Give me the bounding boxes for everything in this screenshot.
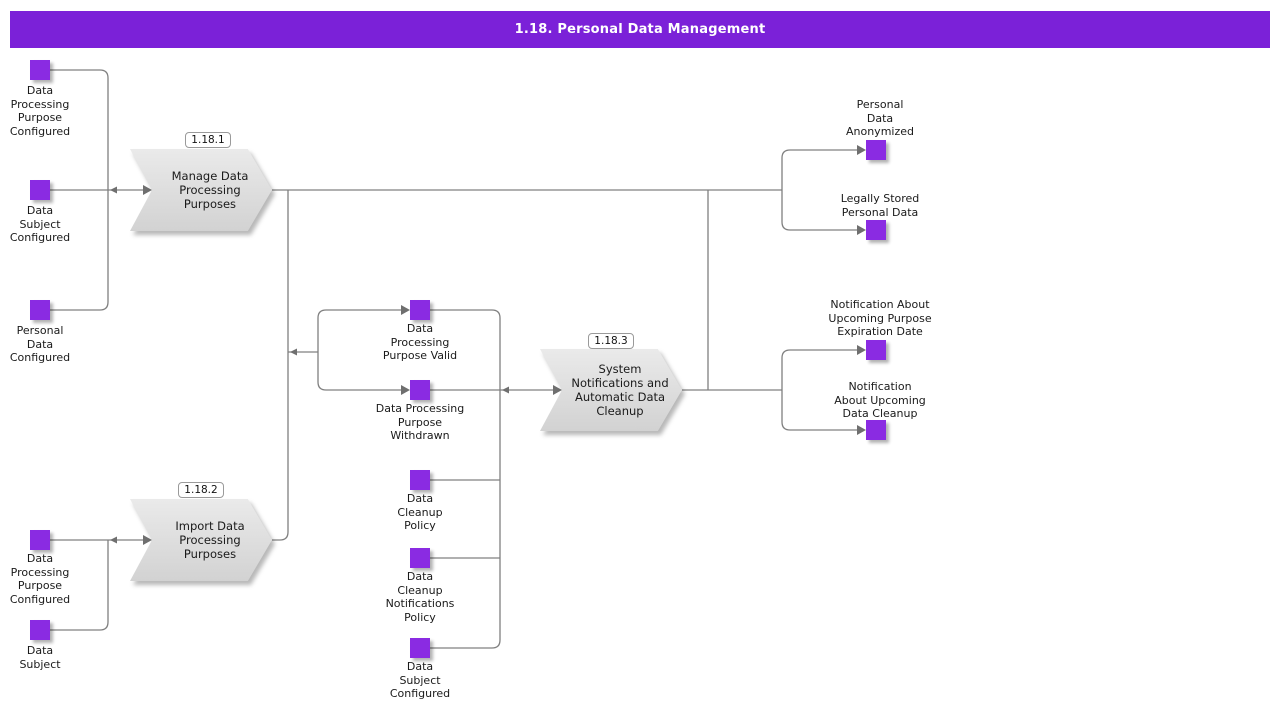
data-object-icon-personal-data-configured[interactable] [30,300,50,320]
data-object-icon-notification-purpose-expiration[interactable] [866,340,886,360]
diagram-title-bar: 1.18. Personal Data Management [10,11,1270,48]
wire-left-bottom-bracket [50,540,109,631]
data-object-icon-data-subject-configured-middle[interactable] [410,638,430,658]
process-import-data-processing-purposes[interactable]: Import Data Processing Purposes [130,499,272,581]
junction-arrow-1-18-3 [502,386,509,394]
data-object-icon-data-subject-configured-top[interactable] [30,180,50,200]
process-system-notifications-cleanup[interactable]: System Notifications and Automatic Data … [540,349,682,431]
event-label: Data Subject Configured [9,204,71,244]
arrowhead-into-1-18-2 [143,535,152,545]
arrowhead-legally-stored [857,225,866,235]
data-object-icon-dp-purpose-valid[interactable] [410,300,430,320]
arrowhead-into-1-18-1 [143,185,152,195]
junction-arrow-left-bottom [110,536,117,544]
event-label: Data Processing Purpose Withdrawn [375,402,465,442]
event-label: Data Processing Purpose Valid [382,322,458,362]
data-object-icon-notification-data-cleanup[interactable] [866,420,886,440]
wire-middle-left-bracket [317,309,402,391]
process-label: System Notifications and Automatic Data … [571,362,669,418]
data-object-icon-data-subject[interactable] [30,620,50,640]
arrowhead-personal-data-anonymized [857,145,866,155]
event-label: Legally Stored Personal Data [840,192,920,219]
arrowhead-purpose-valid [401,305,410,315]
wire-trunk-288 [272,190,289,541]
process-manage-data-processing-purposes[interactable]: Manage Data Processing Purposes [130,149,272,231]
event-label: Data Processing Purpose Configured [9,84,71,138]
data-object-icon-dp-purpose-withdrawn[interactable] [410,380,430,400]
wire-middle-right-bracket [430,309,501,649]
process-id-badge: 1.18.2 [178,482,224,498]
event-label: Notification About Upcoming Data Cleanup [834,380,926,420]
data-object-icon-dp-purpose-configured-bottom[interactable] [30,530,50,550]
arrowhead-purpose-withdrawn [401,385,410,395]
process-chevron-shape [130,499,272,581]
event-label: Notification About Upcoming Purpose Expi… [828,298,932,338]
data-object-icon-personal-data-anonymized[interactable] [866,140,886,160]
process-id-badge: 1.18.1 [185,132,231,148]
process-label: Import Data Processing Purposes [175,519,245,561]
wire-right-bottom-bracket [781,349,857,431]
diagram-title: 1.18. Personal Data Management [514,22,766,37]
process-id-badge: 1.18.3 [588,333,634,349]
data-object-icon-data-cleanup-policy[interactable] [410,470,430,490]
process-chevron-shape [540,349,682,431]
arrowhead-notification-expiration [857,345,866,355]
arrowhead-into-1-18-3 [553,385,562,395]
process-label: Manage Data Processing Purposes [171,169,249,211]
event-label: Personal Data Configured [9,324,71,364]
process-chevron-shape [130,149,272,231]
event-label: Data Cleanup Policy [397,492,443,532]
event-label: Data Processing Purpose Configured [9,552,71,606]
junction-arrow-left-top [110,186,117,194]
event-label: Data Subject Configured [389,660,451,700]
data-object-icon-legally-stored-personal-data[interactable] [866,220,886,240]
event-label: Personal Data Anonymized [845,98,914,138]
event-label: Data Cleanup Notifications Policy [385,570,455,624]
event-label: Data Subject [19,644,61,671]
data-object-icon-data-cleanup-notifications-policy[interactable] [410,548,430,568]
data-object-icon-dp-purpose-configured-top[interactable] [30,60,50,80]
wire-right-top-bracket [781,149,857,231]
arrowhead-notification-cleanup [857,425,866,435]
junction-arrow-spur [290,348,297,356]
